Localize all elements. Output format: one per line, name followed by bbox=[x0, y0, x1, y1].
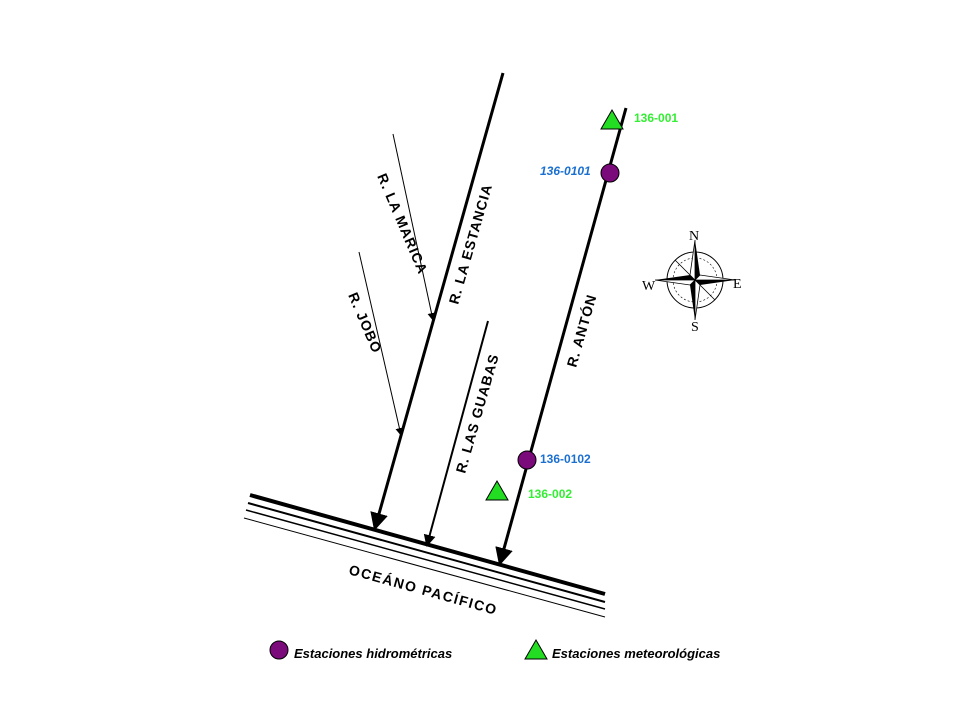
river-label-anton: R. ANTÓN bbox=[563, 292, 600, 369]
compass-west-label: W bbox=[642, 279, 656, 294]
river-label-las-guabas: R. LAS GUABAS bbox=[453, 352, 502, 475]
coastline bbox=[243, 493, 606, 618]
meteo-station-136-001-icon[interactable] bbox=[600, 109, 624, 130]
compass-east-label: E bbox=[733, 277, 742, 292]
river-la-estancia-line bbox=[370, 72, 505, 531]
hydro-station-136-0101-icon[interactable] bbox=[600, 163, 620, 183]
compass-north-label: N bbox=[689, 229, 699, 244]
legend-hydro-label: Estaciones hidrométricas bbox=[294, 646, 452, 661]
meteo-station-136-001-label: 136-001 bbox=[634, 111, 678, 125]
river-las-guabas-line bbox=[423, 320, 489, 547]
compass-rose-icon bbox=[654, 239, 736, 321]
legend: Estaciones hidrométricas Estaciones mete… bbox=[269, 639, 720, 661]
meteo-station-136-002-icon[interactable] bbox=[485, 480, 509, 501]
legend-meteo-icon bbox=[524, 639, 548, 660]
hydro-station-136-0102-label: 136-0102 bbox=[540, 452, 591, 466]
river-anton-line bbox=[495, 107, 628, 566]
compass-south-label: S bbox=[691, 320, 699, 335]
hydro-station-136-0101-label: 136-0101 bbox=[540, 164, 591, 178]
river-la-marica-line bbox=[392, 133, 436, 321]
river-label-jobo: R. JOBO bbox=[345, 290, 385, 356]
river-label-la-estancia: R. LA ESTANCIA bbox=[446, 182, 496, 306]
ocean-label: OCEÁNO PACÍFICO bbox=[347, 561, 499, 617]
river-label-la-marica: R. LA MARICA bbox=[374, 171, 431, 277]
meteo-station-136-002-label: 136-002 bbox=[528, 487, 572, 501]
legend-meteo-label: Estaciones meteorológicas bbox=[552, 646, 720, 661]
river-jobo-line bbox=[358, 251, 404, 436]
hydro-station-136-0102-icon[interactable] bbox=[517, 450, 537, 470]
legend-hydro-icon bbox=[269, 640, 289, 660]
